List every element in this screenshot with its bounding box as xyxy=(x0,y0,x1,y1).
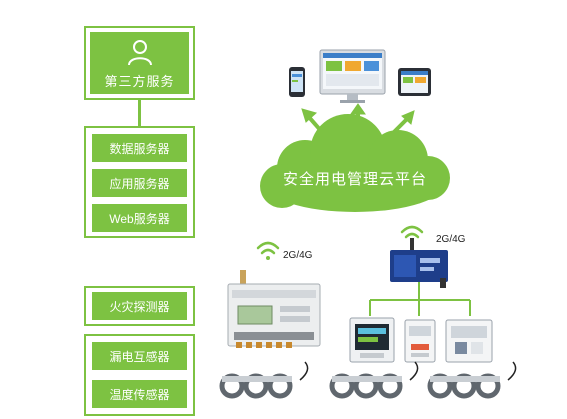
collector-module xyxy=(227,270,321,348)
network-label: 2G/4G xyxy=(283,250,313,261)
power-meter xyxy=(404,319,436,363)
third-party-service-panel: 第三方服务 xyxy=(90,32,189,94)
third-party-label: 第三方服务 xyxy=(104,73,175,89)
data-server-box: 数据服务器 xyxy=(92,134,187,162)
fire-detector-label: 火灾探测器 xyxy=(109,299,170,314)
app-server-box: 应用服务器 xyxy=(92,169,187,197)
connector-line xyxy=(138,100,141,126)
power-meter xyxy=(349,317,395,363)
gateway-connector xyxy=(369,282,471,316)
fire-detector-box: 火灾探测器 xyxy=(92,292,187,320)
leakage-transformer-box: 漏电互感器 xyxy=(92,342,187,370)
current-transformer-group xyxy=(219,361,309,399)
app-server-label: 应用服务器 xyxy=(109,176,170,191)
web-server-box: Web服务器 xyxy=(92,204,187,232)
smartphone-icon xyxy=(289,67,305,97)
network-label: 2G/4G xyxy=(436,234,466,245)
current-transformer-group xyxy=(427,361,517,399)
third-party-service-box: 第三方服务 xyxy=(84,26,195,100)
power-meter xyxy=(445,319,493,363)
user-icon xyxy=(127,39,152,65)
monitor-icon xyxy=(319,49,386,103)
web-server-label: Web服务器 xyxy=(109,211,170,226)
arrow-icon xyxy=(301,103,415,134)
leakage-transformer-label: 漏电互感器 xyxy=(109,349,170,364)
wifi-signal-icon xyxy=(256,241,280,260)
tablet-icon xyxy=(398,68,431,96)
temperature-sensor-label: 温度传感器 xyxy=(109,387,170,402)
current-transformer-group xyxy=(329,361,419,399)
data-server-label: 数据服务器 xyxy=(109,141,170,156)
gateway-device xyxy=(390,238,448,288)
cloud-shape xyxy=(260,114,450,212)
cloud-platform-label: 安全用电管理云平台 xyxy=(282,171,427,188)
temperature-sensor-box: 温度传感器 xyxy=(92,380,187,408)
